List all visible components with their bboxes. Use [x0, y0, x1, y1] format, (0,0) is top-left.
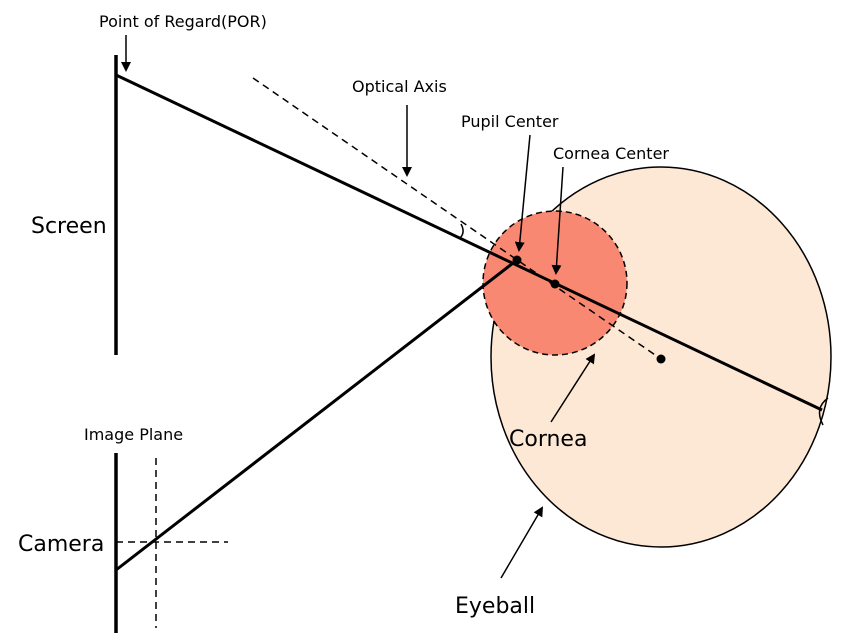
cornea-label: Cornea [509, 427, 587, 452]
fovea-angle-arc [818, 397, 829, 426]
pupil-center-arrow [514, 134, 531, 252]
cornea-center-arrow [551, 166, 564, 275]
pupil-center-point [512, 255, 522, 265]
pupil-center-label: Pupil Center [461, 112, 559, 131]
eyeball-label: Eyeball [455, 594, 535, 619]
optical-axis-line [252, 77, 662, 360]
por-label: Point of Regard(POR) [99, 12, 267, 31]
cornea-center-point [550, 279, 560, 289]
camera-label: Camera [18, 532, 104, 557]
visual-axis-line [115, 73, 823, 412]
eyeball-arrow [500, 506, 544, 579]
cornea-arrow [550, 353, 596, 423]
eyeball-center-point [656, 354, 666, 364]
kappa-angle-arc [458, 223, 464, 240]
camera-ray-line [115, 258, 518, 572]
image-plane-label: Image Plane [84, 425, 183, 444]
screen-label: Screen [31, 214, 107, 239]
optical-axis-label: Optical Axis [352, 77, 447, 96]
cornea-center-label: Cornea Center [553, 144, 669, 163]
